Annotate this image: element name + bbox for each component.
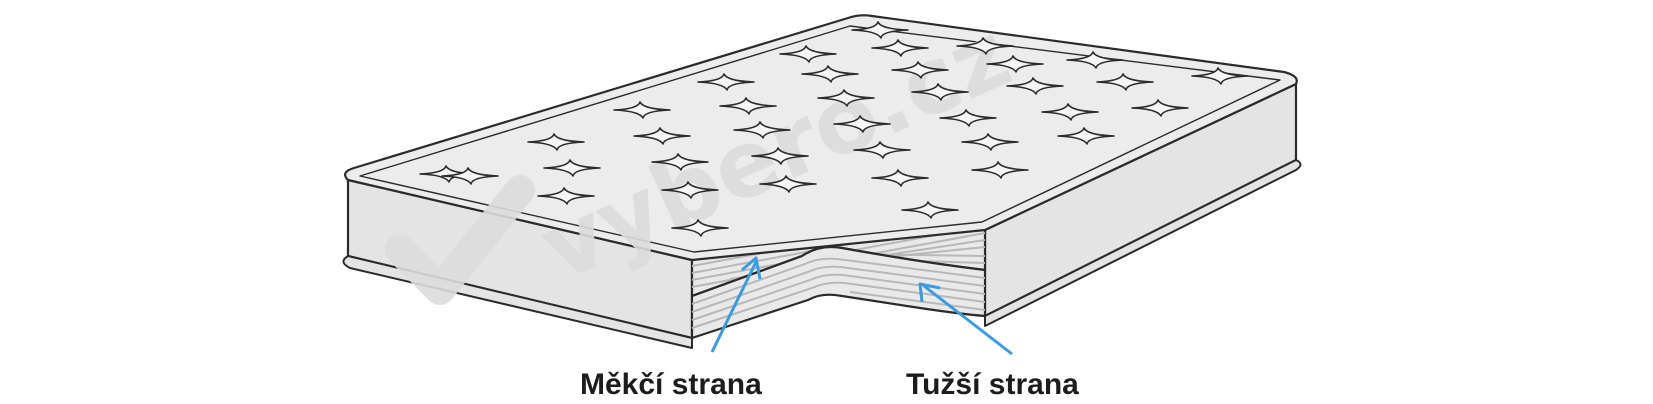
tufting-star-icon [661, 181, 719, 199]
softer-side-arrow [710, 256, 762, 353]
tufting-star-icon [871, 169, 929, 187]
tufting-star-icon [751, 147, 809, 165]
firmer-side-label: Tužší strana [906, 368, 1079, 401]
tufting-star-icon [1066, 51, 1124, 69]
tufting-star-icon [759, 175, 817, 193]
tufting-star-icon [853, 141, 911, 159]
tufting-star-icon [441, 167, 499, 185]
tufting-star-icon [1096, 73, 1154, 91]
arrow-icon [918, 282, 941, 303]
tufting-star-icon [651, 153, 709, 171]
firmer-side-arrow [918, 282, 1013, 356]
tufting-star-icon [719, 97, 777, 115]
tufting-star-icon [911, 83, 969, 101]
tufting-star-icon [901, 201, 959, 219]
tufting-star-icon [817, 89, 875, 107]
tufting-star-icon [939, 109, 997, 127]
arrow-icon [741, 256, 762, 280]
tufting-star-icon [633, 127, 691, 145]
tufting-stars [419, 21, 1249, 237]
tufting-star-icon [543, 159, 601, 177]
tufting-star-icon [833, 115, 891, 133]
tufting-star-icon [1131, 99, 1189, 117]
tufting-star-icon [1006, 77, 1064, 95]
tufting-star-icon [671, 219, 729, 237]
tufting-star-icon [733, 121, 791, 139]
tufting-star-icon [1041, 103, 1099, 121]
tufting-star-icon [971, 161, 1029, 179]
mattress-bottom-rim-right [984, 159, 1302, 327]
mattress-top-piping [359, 25, 1281, 253]
tufting-star-icon [851, 21, 909, 39]
softer-side-label: Měkčí strana [580, 368, 762, 401]
watermark-check-icon [385, 175, 535, 305]
tufting-star-icon [801, 65, 859, 83]
tufting-star-icon [613, 101, 671, 119]
tufting-star-icon [697, 73, 755, 91]
tufting-star-icon [961, 133, 1019, 151]
tufting-star-icon [1191, 67, 1249, 85]
tufting-star-icon [986, 55, 1044, 73]
tufting-star-icon [956, 37, 1014, 55]
mattress-top-surface [344, 14, 1298, 262]
tufting-star-icon [1057, 127, 1115, 145]
tufting-star-icon [779, 45, 837, 63]
firmer-layer-section [690, 245, 987, 340]
tufting-star-icon [891, 61, 949, 79]
tufting-star-icon [537, 187, 595, 205]
tufting-star-icon [871, 39, 929, 57]
tufting-star-icon [527, 133, 585, 151]
